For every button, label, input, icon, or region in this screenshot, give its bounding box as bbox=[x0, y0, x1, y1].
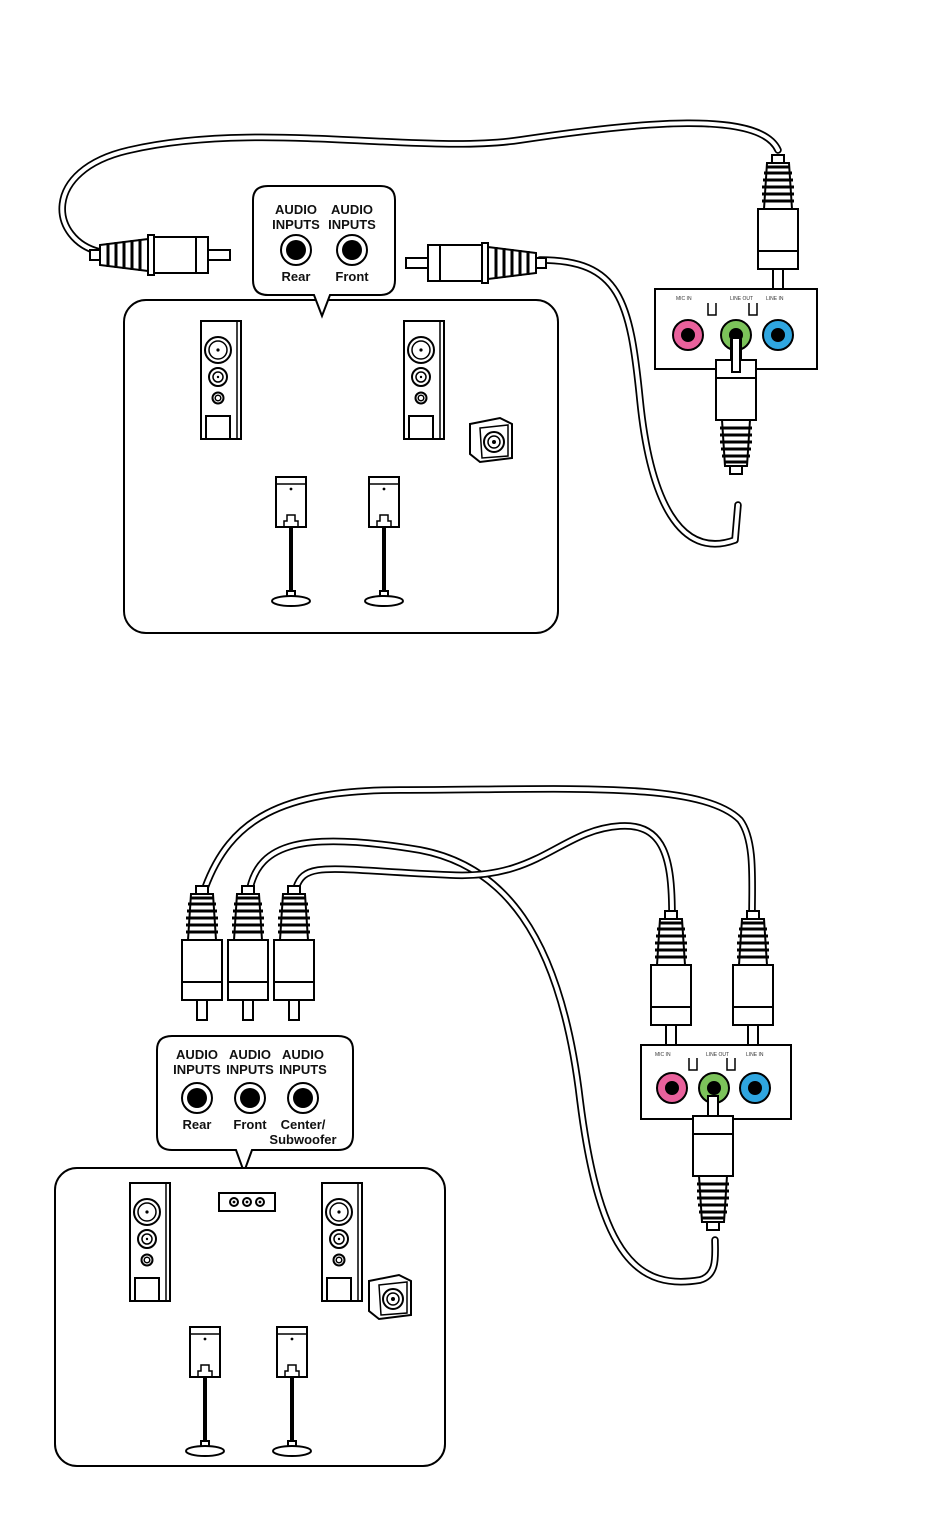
cable-rear-top bbox=[62, 123, 778, 252]
io-label-line-out: LINE OUT bbox=[730, 296, 753, 302]
speaker-tower-icon bbox=[404, 321, 444, 439]
audio-jack-icon bbox=[182, 1083, 212, 1113]
input-name-front: Front bbox=[335, 269, 369, 284]
rca-plug-icon bbox=[758, 155, 798, 289]
rca-plug-icon bbox=[182, 886, 222, 1020]
audio-jack-icon bbox=[337, 235, 367, 265]
rca-plug-icon bbox=[651, 911, 691, 1045]
io-label-line-out: LINE OUT bbox=[706, 1052, 729, 1058]
rca-plug-icon bbox=[406, 243, 546, 283]
audio-jack-icon bbox=[235, 1083, 265, 1113]
rca-plug-icon bbox=[228, 886, 268, 1020]
input-label-line2: INPUTS bbox=[173, 1062, 221, 1077]
subwoofer-icon bbox=[470, 418, 512, 462]
rca-plug-icon bbox=[274, 886, 314, 1020]
input-label-line2: INPUTS bbox=[279, 1062, 327, 1077]
speaker-panel-top bbox=[124, 300, 558, 633]
rca-plug-icon bbox=[733, 911, 773, 1045]
input-label-line1: AUDIO bbox=[176, 1047, 218, 1062]
center-speaker-icon bbox=[219, 1193, 275, 1211]
input-name-front: Front bbox=[233, 1117, 267, 1132]
input-label-line2: INPUTS bbox=[328, 217, 376, 232]
input-label-line1: AUDIO bbox=[229, 1047, 271, 1062]
speaker-tower-icon bbox=[322, 1183, 362, 1301]
subwoofer-icon bbox=[369, 1275, 411, 1319]
input-label-line1: AUDIO bbox=[282, 1047, 324, 1062]
input-label-line1: AUDIO bbox=[275, 202, 317, 217]
speaker-tower-icon bbox=[201, 321, 241, 439]
audio-jack-icon bbox=[281, 235, 311, 265]
input-label-line1: AUDIO bbox=[331, 202, 373, 217]
io-label-mic-in: MIC IN bbox=[676, 296, 692, 302]
rca-plug-icon bbox=[693, 1096, 733, 1230]
input-name-rear: Rear bbox=[282, 269, 311, 284]
input-name-rear: Rear bbox=[183, 1117, 212, 1132]
input-label-line2: INPUTS bbox=[226, 1062, 274, 1077]
input-label-line2: INPUTS bbox=[272, 217, 320, 232]
speaker-tower-icon bbox=[130, 1183, 170, 1301]
input-name-subwoofer: Subwoofer bbox=[269, 1132, 336, 1147]
audio-jack-icon bbox=[288, 1083, 318, 1113]
io-label-line-in: LINE IN bbox=[766, 296, 784, 302]
io-label-mic-in: MIC IN bbox=[655, 1052, 671, 1058]
input-name-center: Center/ bbox=[281, 1117, 326, 1132]
rca-plug-icon bbox=[90, 235, 230, 275]
io-label-line-in: LINE IN bbox=[746, 1052, 764, 1058]
